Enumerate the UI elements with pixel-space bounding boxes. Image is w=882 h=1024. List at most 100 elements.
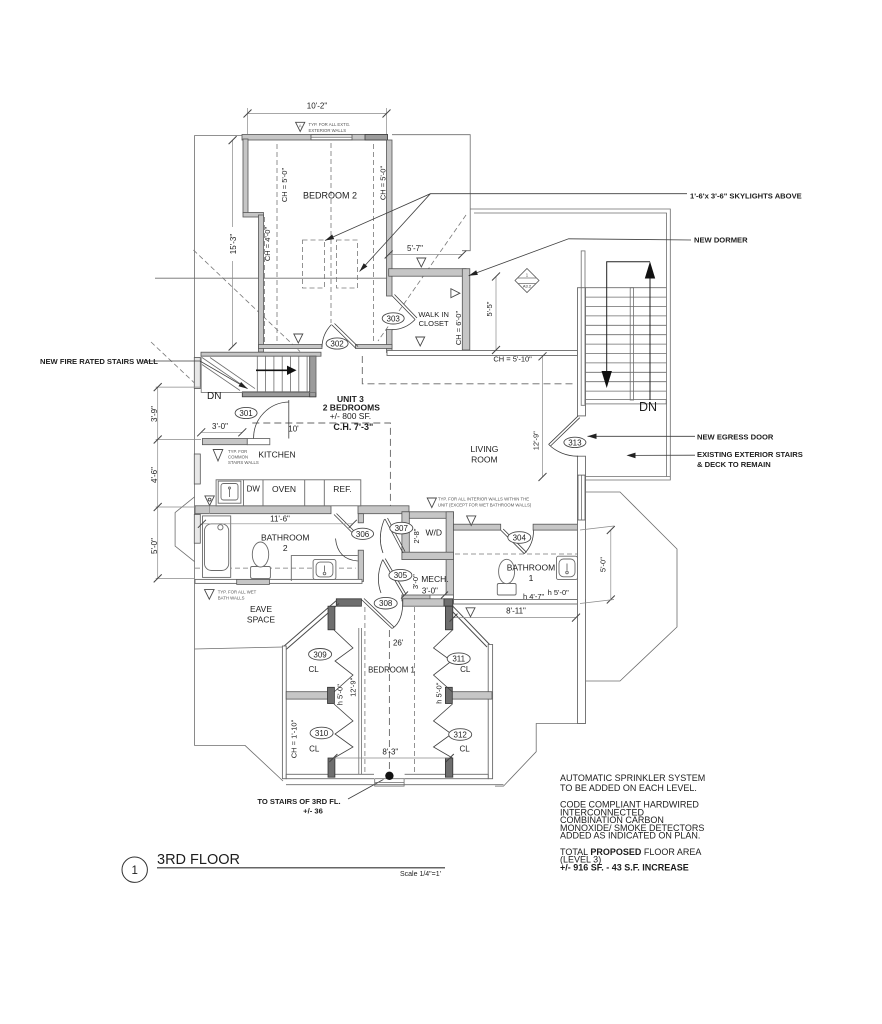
svg-text:STAIRS WALLS: STAIRS WALLS	[228, 460, 259, 465]
svg-text:+/- 800 SF.: +/- 800 SF.	[330, 411, 371, 421]
svg-text:MECH.: MECH.	[421, 574, 448, 584]
svg-text:CH = 4'-0": CH = 4'-0"	[263, 227, 272, 262]
svg-text:BEDROOM 2: BEDROOM 2	[303, 191, 357, 201]
svg-text:2'-8": 2'-8"	[412, 528, 421, 543]
svg-text:TYP. FOR ALL WET: TYP. FOR ALL WET	[218, 590, 257, 595]
svg-text:309: 309	[313, 650, 327, 659]
svg-text:CH = 5'-0": CH = 5'-0"	[280, 168, 289, 203]
svg-text:BATHROOM: BATHROOM	[507, 563, 555, 573]
svg-text:ADDED AS INDICATED ON PLAN.: ADDED AS INDICATED ON PLAN.	[560, 831, 700, 841]
svg-text:CL: CL	[460, 665, 471, 674]
svg-text:308: 308	[379, 599, 393, 608]
svg-text:3RD FLOOR: 3RD FLOOR	[157, 852, 240, 868]
svg-text:1: 1	[526, 273, 529, 278]
svg-text:h 4'-7": h 4'-7"	[523, 592, 545, 601]
svg-text:SPACE: SPACE	[247, 615, 276, 625]
svg-text:h 5'-0": h 5'-0"	[336, 684, 345, 706]
svg-text:8'-3": 8'-3"	[382, 748, 398, 757]
svg-text:NEW FIRE RATED STAIRS WALL: NEW FIRE RATED STAIRS WALL	[40, 357, 158, 366]
svg-text:10': 10'	[288, 425, 299, 434]
svg-text:COMMON: COMMON	[228, 455, 248, 460]
svg-text:1'-6'x 3'-6" SKYLIGHTS ABOVE: 1'-6'x 3'-6" SKYLIGHTS ABOVE	[690, 192, 802, 201]
svg-text:3'-0": 3'-0"	[411, 574, 420, 589]
svg-text:UNIT (EXCEPT FOR WET BATHROOM: UNIT (EXCEPT FOR WET BATHROOM WALLS)	[438, 503, 532, 508]
svg-text:2 BEDROOMS: 2 BEDROOMS	[323, 402, 380, 412]
svg-text:DW: DW	[247, 485, 261, 494]
svg-text:8'-11": 8'-11"	[506, 607, 526, 616]
svg-text:11'-6": 11'-6"	[270, 515, 290, 524]
svg-text:Scale 1/4"=1': Scale 1/4"=1'	[400, 871, 441, 878]
svg-text:& DECK TO REMAIN: & DECK TO REMAIN	[697, 460, 771, 469]
svg-text:12'-9": 12'-9"	[349, 677, 358, 696]
svg-text:WALK IN: WALK IN	[418, 310, 449, 319]
svg-text:MONOXIDE/ SMOKE DETECTORS: MONOXIDE/ SMOKE DETECTORS	[560, 823, 704, 833]
svg-text:+/- 36: +/- 36	[303, 807, 323, 816]
svg-text:307: 307	[395, 524, 409, 533]
svg-text:10'-2": 10'-2"	[307, 102, 328, 111]
svg-text:NEW DORMER: NEW DORMER	[694, 236, 748, 245]
svg-text:15'-3": 15'-3"	[229, 234, 238, 255]
svg-text:A: A	[299, 124, 302, 129]
svg-text:5'-0": 5'-0"	[599, 557, 608, 572]
svg-text:(LEVEL 3): (LEVEL 3)	[560, 855, 601, 865]
svg-text:CH = 5'-10": CH = 5'-10"	[493, 355, 532, 364]
svg-text:OVEN: OVEN	[272, 484, 296, 494]
svg-text:NEW EGRESS DOOR: NEW EGRESS DOOR	[697, 432, 774, 441]
svg-text:EXTERIOR WALLS: EXTERIOR WALLS	[309, 128, 347, 133]
svg-text:A3.2: A3.2	[523, 284, 532, 289]
svg-text:CH = 5'-0": CH = 5'-0"	[379, 166, 388, 201]
svg-text:KITCHEN: KITCHEN	[258, 450, 295, 460]
svg-text:2: 2	[283, 543, 288, 553]
svg-text:h 5'-0": h 5'-0"	[435, 682, 444, 704]
svg-text:BATHROOM: BATHROOM	[261, 533, 309, 543]
svg-text:305: 305	[394, 571, 408, 580]
svg-text:CODE COMPLIANT HARDWIRED: CODE COMPLIANT HARDWIRED	[560, 800, 699, 810]
svg-text:5'-5": 5'-5"	[485, 301, 494, 316]
svg-text:UNIT 3: UNIT 3	[337, 394, 364, 404]
svg-text:TOTAL PROPOSED FLOOR AREA: TOTAL PROPOSED FLOOR AREA	[560, 847, 701, 857]
svg-text:CH = 6'-0": CH = 6'-0"	[454, 311, 463, 346]
svg-text:DN: DN	[639, 400, 657, 414]
svg-text:CL: CL	[459, 745, 470, 754]
svg-text:W/D: W/D	[426, 528, 443, 538]
svg-text:LIVING: LIVING	[470, 444, 498, 454]
svg-text:5'-7": 5'-7"	[407, 244, 423, 253]
svg-text:4'-6": 4'-6"	[150, 467, 159, 483]
svg-text:26': 26'	[393, 639, 404, 648]
svg-text:DN: DN	[207, 391, 221, 402]
svg-text:CH = 1'-10": CH = 1'-10"	[290, 719, 299, 758]
svg-text:306: 306	[356, 530, 370, 539]
svg-text:REF.: REF.	[333, 484, 351, 494]
svg-text:TYP. FOR: TYP. FOR	[228, 449, 247, 454]
svg-text:CL: CL	[309, 745, 320, 754]
svg-text:h 5'-0": h 5'-0"	[548, 588, 570, 597]
svg-text:5'-0": 5'-0"	[150, 538, 159, 554]
svg-text:TYP. FOR ALL EXTG.: TYP. FOR ALL EXTG.	[309, 122, 351, 127]
svg-text:3'-9": 3'-9"	[150, 406, 159, 422]
svg-text:BATH WALLS: BATH WALLS	[218, 596, 245, 601]
svg-text:301: 301	[239, 409, 253, 418]
svg-text:311: 311	[452, 655, 465, 664]
svg-text:ROOM: ROOM	[471, 455, 497, 465]
svg-text:BEDROOM 1: BEDROOM 1	[368, 666, 415, 675]
svg-text:313: 313	[568, 438, 582, 447]
svg-text:3'-0": 3'-0"	[422, 587, 438, 596]
svg-text:CLOSET: CLOSET	[419, 319, 449, 328]
svg-text:C.H. 7'-3": C.H. 7'-3"	[333, 422, 373, 432]
svg-text:1: 1	[131, 865, 137, 877]
svg-text:TYP. FOR ALL INTERIOR WALLS WI: TYP. FOR ALL INTERIOR WALLS WITHIN THE	[438, 497, 529, 502]
svg-text:1: 1	[529, 573, 534, 583]
svg-text:EXISTING EXTERIOR STAIRS: EXISTING EXTERIOR STAIRS	[697, 450, 803, 459]
svg-text:AUTOMATIC SPRINKLER SYSTEM: AUTOMATIC SPRINKLER SYSTEM	[560, 773, 705, 783]
svg-text:+/- 916 SF. - 43 S.F. INCREASE: +/- 916 SF. - 43 S.F. INCREASE	[560, 862, 689, 872]
svg-text:12'-9": 12'-9"	[532, 431, 541, 450]
svg-text:TO STAIRS OF 3RD FL.: TO STAIRS OF 3RD FL.	[257, 797, 340, 806]
svg-text:TO BE ADDED ON EACH LEVEL.: TO BE ADDED ON EACH LEVEL.	[560, 783, 697, 793]
svg-text:3'-0": 3'-0"	[212, 422, 228, 431]
svg-text:302: 302	[330, 340, 344, 349]
svg-text:CL: CL	[308, 665, 319, 674]
svg-text:INTERCONNECTED: INTERCONNECTED	[560, 807, 645, 817]
svg-text:312: 312	[454, 731, 468, 740]
svg-text:303: 303	[387, 314, 401, 323]
svg-text:COMBINATION CARBON: COMBINATION CARBON	[560, 815, 664, 825]
